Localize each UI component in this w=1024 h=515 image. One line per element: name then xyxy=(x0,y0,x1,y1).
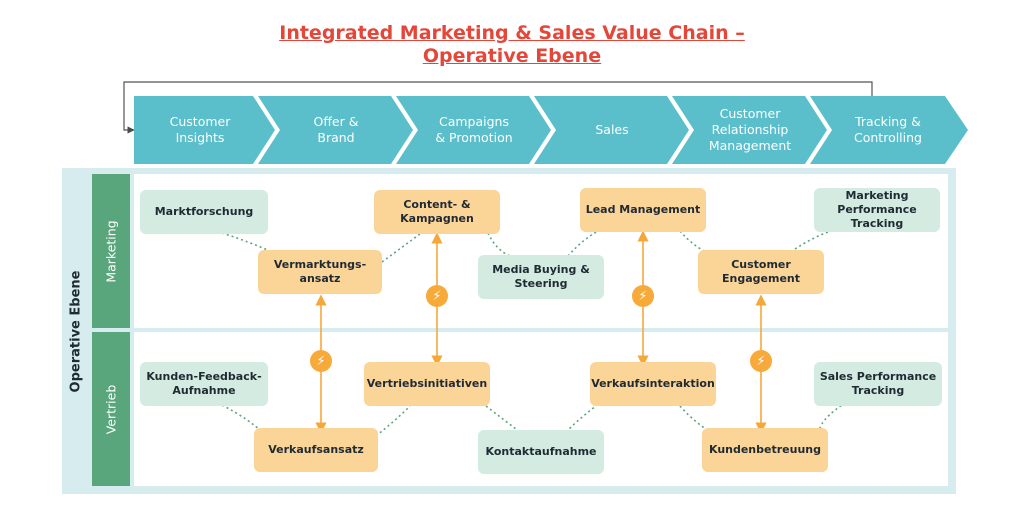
box-kundenbetreuung: Kundenbetreuung xyxy=(702,428,828,472)
chevron-label-tracking: Tracking &Controlling xyxy=(854,114,922,145)
box-verkaufsansatz: Verkaufsansatz xyxy=(254,428,378,472)
box-lead-management: Lead Management xyxy=(580,188,706,232)
connector-lead-engagement xyxy=(679,230,707,253)
lightning-bolt-icon: ⚡ xyxy=(632,285,654,307)
connector-vermarktung-content xyxy=(381,233,421,263)
box-marktforschung: Marktforschung xyxy=(140,190,268,234)
title-line-1: Integrated Marketing & Sales Value Chain… xyxy=(279,22,745,44)
chevron-campaigns xyxy=(396,96,551,164)
box-verkaufsinteraktion: Verkaufsinteraktion xyxy=(590,362,716,406)
chevron-tracking xyxy=(810,96,968,164)
marketing-band: Marketing xyxy=(92,174,130,328)
vertrieb-band: Vertrieb xyxy=(92,332,130,486)
diagram-title: Integrated Marketing & Sales Value Chain… xyxy=(0,22,1024,68)
chevron-label-offer-brand: Offer &Brand xyxy=(313,114,359,145)
feedback-loop-arrow xyxy=(123,81,873,134)
title-line-2: Operative Ebene xyxy=(422,45,602,67)
lightning-bolt-icon: ⚡ xyxy=(310,350,332,372)
box-kunden-feedback: Kunden-Feedback-Aufnahme xyxy=(140,362,268,406)
chevron-label-sales: Sales xyxy=(595,122,629,137)
chevron-sales xyxy=(534,96,689,164)
connector-kontakt-interaktion xyxy=(565,405,597,433)
connector-media-lead xyxy=(567,230,599,257)
box-media-buying: Media Buying &Steering xyxy=(478,255,604,299)
box-kontaktaufnahme: Kontaktaufnahme xyxy=(478,430,604,474)
box-vermarktungsansatz: Vermarktungs-ansatz xyxy=(258,250,382,294)
connector-content-media xyxy=(487,232,511,257)
lightning-bolt-icon: ⚡ xyxy=(750,350,772,372)
chevron-offer-brand xyxy=(258,96,413,164)
connector-engagement-perf xyxy=(794,231,829,250)
box-content-kampagnen: Content- &Kampagnen xyxy=(374,190,500,234)
box-vertriebsinitiativen: Vertriebsinitiativen xyxy=(364,362,490,406)
connector-verkaufsansatz-initiativen xyxy=(375,405,411,437)
connector-interaktion-betreuung xyxy=(679,405,713,434)
connector-initiativen-kontakt xyxy=(485,405,521,433)
lightning-bolt-icon: ⚡ xyxy=(426,285,448,307)
chevron-customer-insights xyxy=(134,96,275,164)
chevron-label-campaigns: Campaigns& Promotion xyxy=(435,114,513,145)
connector-betreuung-salesperf xyxy=(818,404,843,439)
chevron-crm xyxy=(672,96,827,164)
